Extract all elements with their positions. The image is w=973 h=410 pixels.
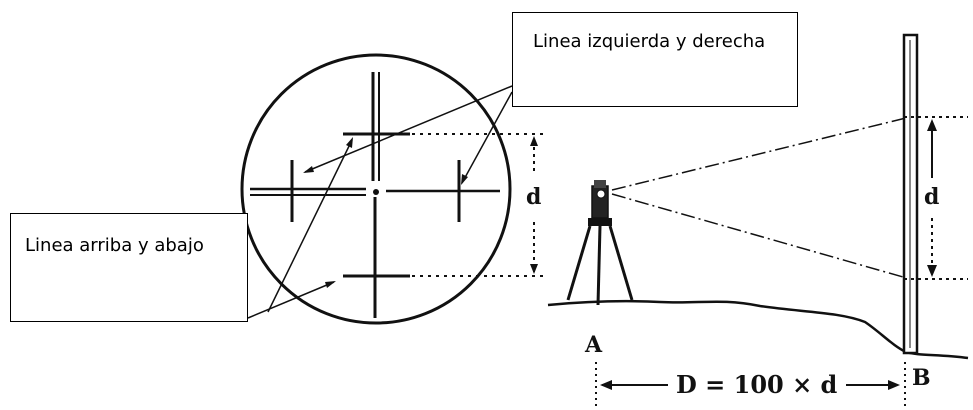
d-reticle-arrow-down (530, 264, 538, 274)
d-reticle-label: d (526, 184, 541, 210)
sight-line-top (611, 116, 911, 191)
d-reticle-arrow-up (530, 136, 538, 146)
callout-left-right-lines: Linea izquierda y derecha (512, 12, 798, 107)
leader-ud-1-arrow (346, 137, 353, 148)
distance-formula: D = 100 × d (676, 370, 838, 399)
leader-lr-1-arrow (303, 166, 314, 173)
d-rod-arrow-down (927, 265, 937, 277)
instrument-tripod (566, 180, 634, 306)
leader-lr-2 (461, 91, 513, 184)
d-rod-arrow-up (927, 119, 937, 131)
point-b-label: B (912, 365, 931, 391)
d-rod-label: d (924, 184, 939, 210)
leader-ud-2 (247, 281, 335, 319)
reticle-circle (240, 53, 512, 325)
leader-lr-2-arrow (461, 174, 468, 185)
distance-arrow-left (600, 380, 612, 390)
sight-line-bottom (611, 193, 911, 280)
point-a-label: A (584, 332, 603, 358)
leader-lr-1 (304, 85, 513, 173)
leader-ud-2-arrow (325, 281, 336, 288)
reticle-center-dot (373, 189, 379, 195)
leader-ud-1 (267, 139, 353, 313)
callout-up-down-text: Linea arriba y abajo (25, 235, 204, 256)
callout-up-down-lines: Linea arriba y abajo (10, 213, 248, 322)
distance-arrow-right (888, 380, 900, 390)
callout-left-right-text: Linea izquierda y derecha (533, 31, 766, 52)
